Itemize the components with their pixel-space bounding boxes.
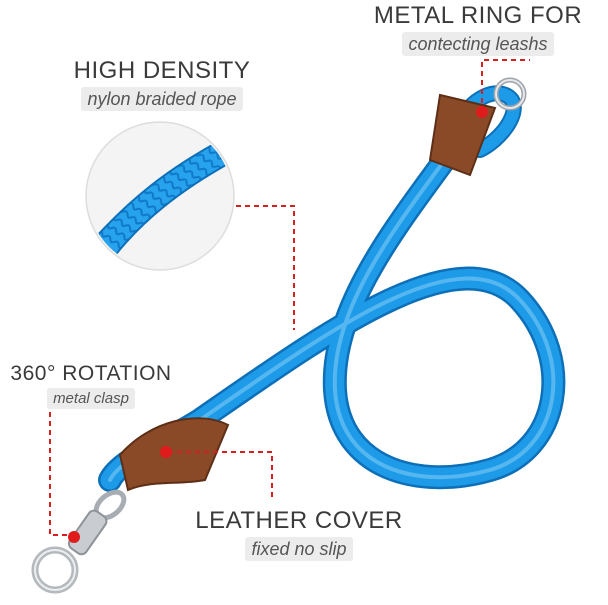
rotation-subtitle: metal clasp [47, 388, 135, 409]
connector-rotation [49, 412, 72, 536]
connector-high-density [236, 205, 295, 330]
callout-lines [49, 59, 530, 536]
callout-metal-ring: METAL RING FOR contecting leashs [350, 2, 606, 56]
metal-ring [493, 77, 527, 111]
marker-leather-cover [160, 446, 172, 458]
marker-rotation [68, 531, 80, 543]
high-density-title: HIGH DENSITY [73, 57, 251, 84]
markers [68, 106, 488, 543]
connector-leather-cover [168, 451, 273, 500]
leather-cover-bottom [118, 417, 230, 492]
callout-leather-cover: LEATHER COVER fixed no slip [170, 507, 428, 561]
high-density-subtitle: nylon braided rope [81, 87, 243, 111]
leather-cover-title: LEATHER COVER [195, 507, 403, 534]
marker-metal-ring [476, 106, 488, 118]
leather-cover-subtitle: fixed no slip [245, 537, 353, 561]
braided-rope-closeup [93, 136, 232, 264]
metal-ring-title: METAL RING FOR [373, 2, 583, 29]
rotation-title: 360° ROTATION [10, 362, 172, 385]
metal-ring-subtitle: contecting leashs [402, 32, 554, 56]
metal-clasp [31, 489, 127, 594]
callout-high-density: HIGH DENSITY nylon braided rope [44, 57, 280, 111]
callout-rotation: 360° ROTATION metal clasp [0, 362, 182, 409]
leash-rope [98, 113, 566, 492]
connector-metal-ring [481, 59, 530, 112]
rope-closeup [85, 121, 235, 271]
